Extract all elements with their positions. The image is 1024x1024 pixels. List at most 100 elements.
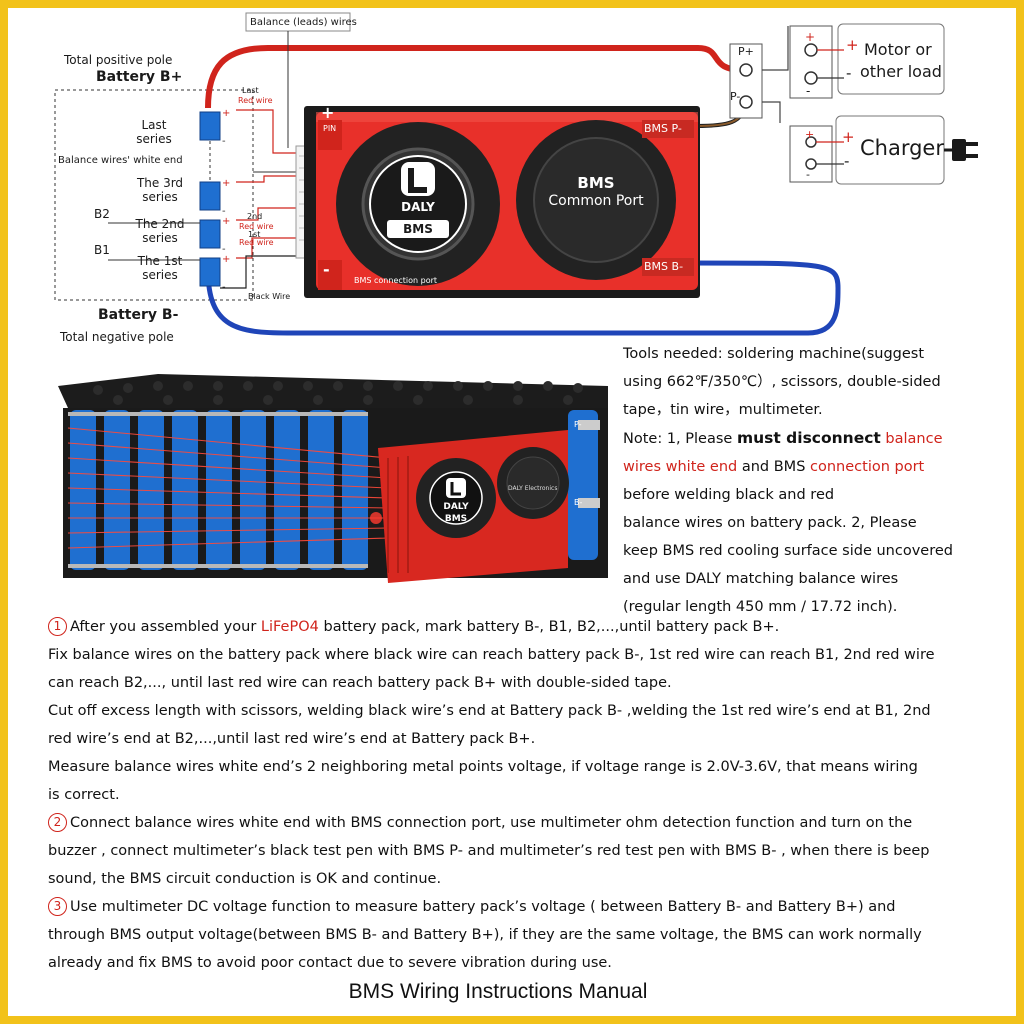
pack-b-minus-label: B- bbox=[574, 498, 583, 507]
note-line-4: Note: 1, Please must disconnect balance bbox=[623, 429, 943, 447]
note-line-6: before welding black and red bbox=[623, 487, 835, 503]
charger-connector-plus: + bbox=[805, 128, 815, 141]
load-plus: + bbox=[846, 36, 859, 54]
black-wire-label: Black Wire bbox=[248, 292, 291, 301]
note-line-7: balance wires on battery pack. 2, Please bbox=[623, 515, 917, 531]
p-minus-label: P- bbox=[730, 90, 741, 103]
b1-label: B1 bbox=[94, 243, 110, 257]
bms-p-minus-label: BMS P- bbox=[644, 122, 682, 135]
st1-small-label: 1st bbox=[248, 230, 261, 239]
tools-line-1: Tools needed: soldering machine(suggest bbox=[623, 346, 925, 362]
motor-load-box bbox=[837, 23, 945, 95]
svg-text:+: + bbox=[222, 254, 230, 265]
manual-title: BMS Wiring Instructions Manual bbox=[348, 980, 648, 1003]
note-line-5: wires white end and BMS connection port bbox=[623, 459, 925, 475]
bms-plus-label: + bbox=[321, 103, 335, 122]
p-plus-label: P+ bbox=[738, 45, 754, 58]
charger-label: Charger bbox=[860, 136, 944, 160]
svg-text:+: + bbox=[222, 216, 230, 227]
note-line-10: (regular length 450 mm / 17.72 inch). bbox=[623, 599, 898, 615]
step-1-line-5: red wire’s end at B2,...,until last red … bbox=[48, 731, 536, 747]
red-wire-last-label: Red wire bbox=[238, 96, 273, 105]
b2-label: B2 bbox=[94, 207, 110, 221]
bms-connection-port-label: BMS connection port bbox=[354, 276, 438, 285]
step-2-line-2: buzzer , connect multimeter’s black test… bbox=[48, 843, 930, 859]
red-wire-2-label: Red wire bbox=[239, 222, 274, 231]
load-connector bbox=[789, 25, 833, 99]
balance-leads-red bbox=[236, 109, 298, 259]
svg-text:-: - bbox=[222, 206, 226, 217]
cell-2nd bbox=[199, 219, 221, 249]
charger-plus: + bbox=[842, 128, 855, 146]
note-line-8: keep BMS red cooling surface side uncove… bbox=[623, 543, 953, 559]
motor-or-label: Motor or bbox=[864, 40, 932, 59]
step-3-number: 3 bbox=[48, 897, 67, 916]
battery-b-minus-label: Battery B- bbox=[98, 307, 179, 323]
bms-logo-badge bbox=[387, 220, 449, 238]
balance-lead-black bbox=[220, 255, 298, 289]
wiring-diagram: + + + + - - - - bbox=[54, 12, 978, 336]
cell-3rd bbox=[199, 181, 221, 211]
bms-minus-label: - bbox=[323, 260, 330, 279]
battery-b-plus-label: Battery B+ bbox=[96, 69, 183, 85]
charger-connector bbox=[789, 125, 833, 183]
pack-daly-label: DALY bbox=[443, 502, 469, 512]
battery-frame bbox=[54, 89, 254, 301]
step-3-line-3: already and fix BMS to avoid poor contac… bbox=[48, 955, 612, 971]
other-load-label: other load bbox=[860, 62, 942, 81]
load-connector-plus: + bbox=[805, 30, 816, 44]
pack-p-minus-label: P- bbox=[574, 420, 582, 429]
bms-fan-right bbox=[516, 120, 676, 280]
nd2-small-label: 2nd bbox=[247, 212, 263, 221]
total-positive-pole-label: Total positive pole bbox=[64, 53, 173, 67]
svg-text:-: - bbox=[222, 136, 226, 147]
step-1-line-7: is correct. bbox=[48, 787, 120, 803]
bms-common-port-title: BMS bbox=[577, 174, 615, 192]
balance-leads-label: Balance (leads) wires bbox=[250, 17, 357, 28]
cell-1st bbox=[199, 257, 221, 287]
charger-minus: - bbox=[844, 152, 850, 170]
pack-daly-electronics-label: DALY Electronics bbox=[508, 485, 558, 492]
frame: + + + + - - - - bbox=[8, 8, 1016, 1016]
step-1-line-2: Fix balance wires on the battery pack wh… bbox=[48, 647, 935, 663]
svg-text:+: + bbox=[222, 108, 230, 119]
svg-text:+: + bbox=[222, 178, 230, 189]
charger-connector-minus: - bbox=[806, 168, 810, 181]
daly-text: DALY bbox=[401, 200, 435, 214]
pin-label: PIN bbox=[323, 124, 337, 133]
bms-common-port-subtitle: Common Port bbox=[548, 193, 644, 209]
red-wire-1-label: Red wire bbox=[239, 238, 274, 247]
bms-b-minus-label: BMS B- bbox=[644, 260, 684, 273]
step-2-line-3: sound, the BMS circuit conduction is OK … bbox=[48, 871, 442, 887]
step-1-line-6: Measure balance wires white end’s 2 neig… bbox=[48, 759, 918, 775]
tools-line-3: tape，tin wire，multimeter. bbox=[623, 402, 823, 418]
step-1-number: 1 bbox=[48, 617, 67, 636]
load-minus: - bbox=[846, 64, 852, 82]
lifepo4-text: LiFePO4 bbox=[260, 619, 319, 635]
last-small-label: Last bbox=[242, 86, 259, 95]
note-line-9: and use DALY matching balance wires bbox=[623, 571, 899, 587]
balance-white-end-label: Balance wires' white end bbox=[58, 155, 183, 166]
tools-line-2: using 662℉/350℃）, scissors, double-sided bbox=[623, 374, 941, 390]
step-1-line-4: Cut off excess length with scissors, wel… bbox=[48, 703, 931, 719]
step-2-number: 2 bbox=[48, 813, 67, 832]
main-positive-wire bbox=[205, 45, 744, 109]
tools-note: Tools needed: soldering machine(suggest … bbox=[623, 340, 1013, 621]
svg-text:-: - bbox=[222, 244, 226, 255]
battery-pack-illustration bbox=[58, 374, 608, 583]
cell-last bbox=[199, 111, 221, 141]
bms-logo-text: BMS bbox=[403, 222, 433, 236]
pack-bms-label: BMS bbox=[444, 514, 468, 524]
load-connector-minus: - bbox=[806, 84, 811, 98]
battery-cells bbox=[199, 111, 221, 287]
balance-leads-box bbox=[245, 12, 351, 32]
step-1-line-3: can reach B2,..., until last red wire ca… bbox=[48, 675, 672, 691]
